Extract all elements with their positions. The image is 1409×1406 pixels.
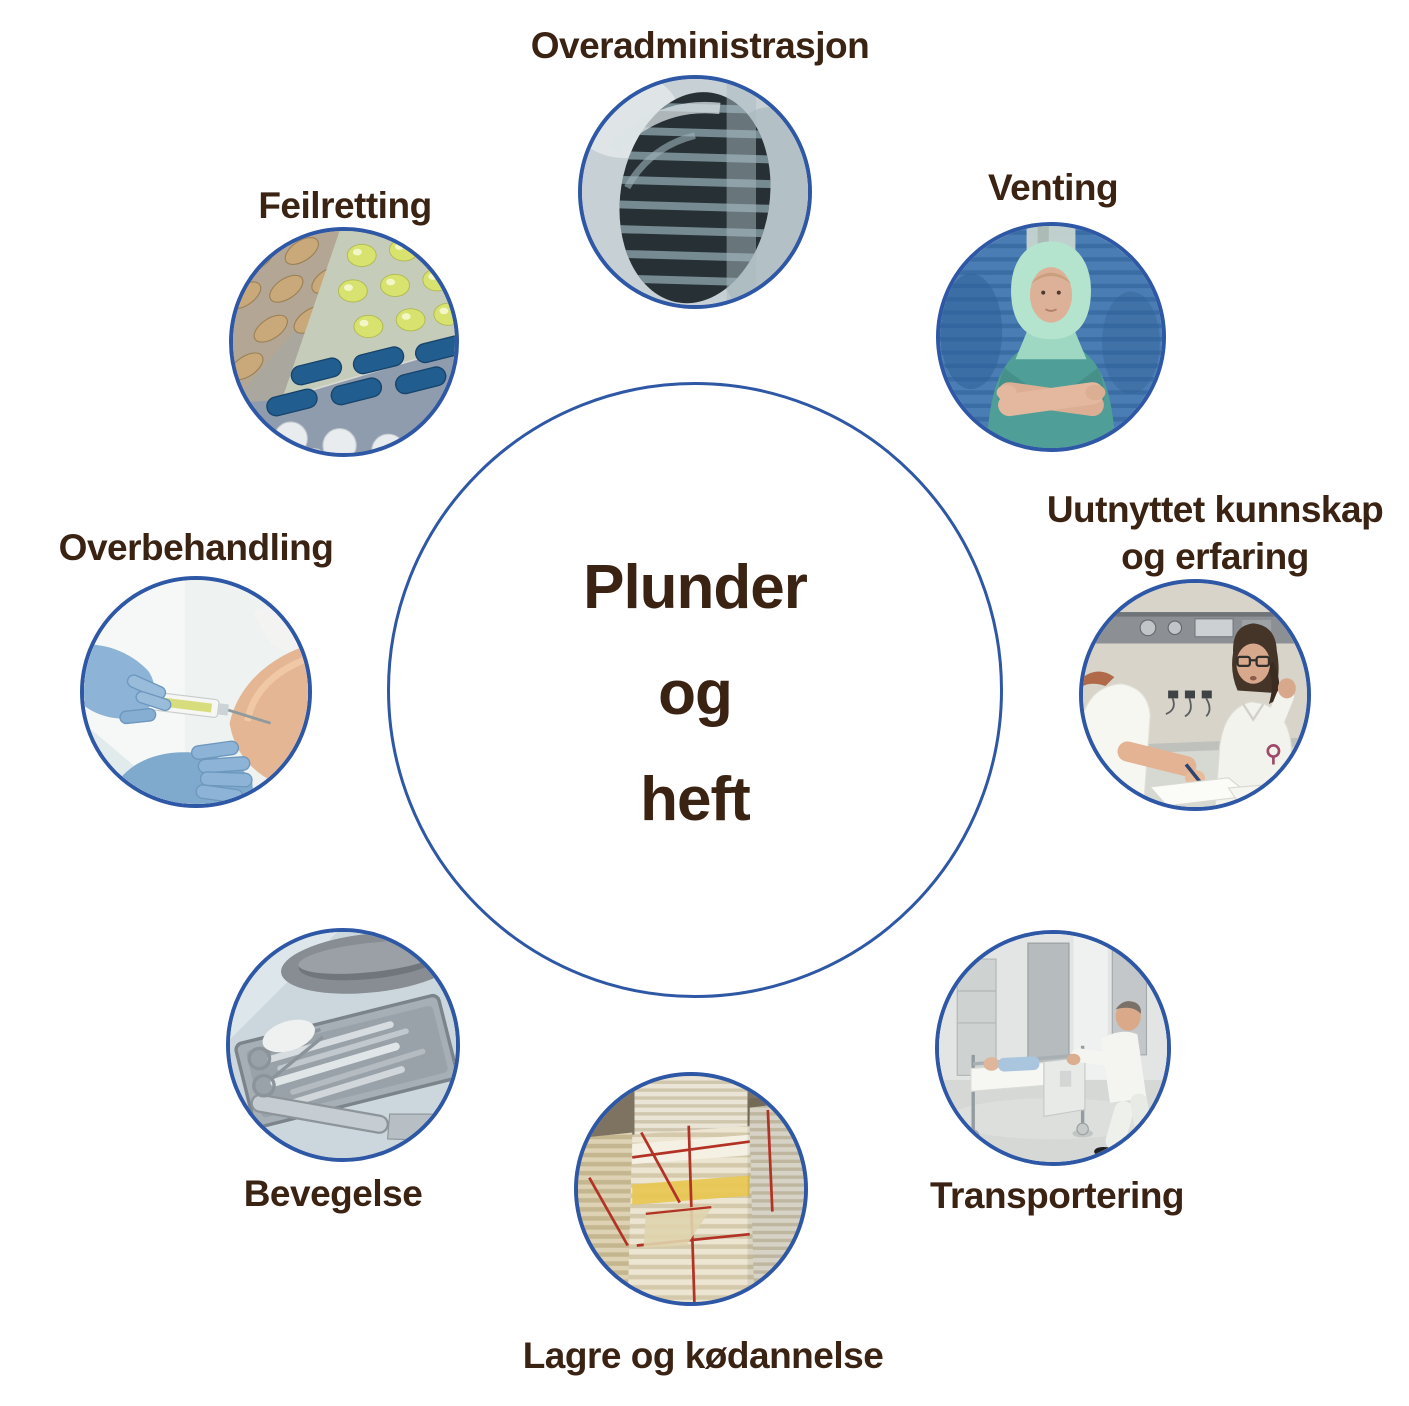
label-transportering: Transportering: [929, 1175, 1185, 1216]
label-lagre-og-kodannelse: Lagre og kødannelse: [522, 1335, 884, 1376]
center-circle: Plunder og heft: [387, 382, 1003, 998]
label-bevegelse: Bevegelse: [243, 1173, 423, 1214]
stacked-paper-bundles-photo: [574, 1072, 808, 1306]
label-overbehandling: Overbehandling: [58, 527, 334, 568]
label-overadministrasjon: Overadministrasjon: [530, 25, 870, 66]
chest-xray-photo: [578, 75, 812, 309]
nurse-pushing-hospital-bed-photo: [935, 930, 1171, 1166]
surgical-nurse-arms-crossed-photo: [936, 222, 1166, 452]
surgical-instrument-trays-photo: [226, 928, 460, 1162]
pill-blister-packs-photo: [229, 227, 459, 457]
label-uutnyttet-kunnskap: Uutnyttet kunnskap og erfaring: [1015, 486, 1409, 580]
label-uutnyttet-line-1: Uutnyttet kunnskap: [1046, 489, 1384, 530]
label-feilretting: Feilretting: [258, 185, 432, 226]
label-uutnyttet-line-2: og erfaring: [1121, 536, 1309, 577]
injection-in-arm-photo: [80, 576, 312, 808]
center-title-line-1: Plunder: [583, 553, 808, 622]
center-title-line-2: og: [658, 659, 733, 728]
center-title-line-3: heft: [640, 765, 751, 834]
label-venting: Venting: [987, 167, 1119, 208]
nurses-discussing-at-desk-photo: [1079, 579, 1311, 811]
